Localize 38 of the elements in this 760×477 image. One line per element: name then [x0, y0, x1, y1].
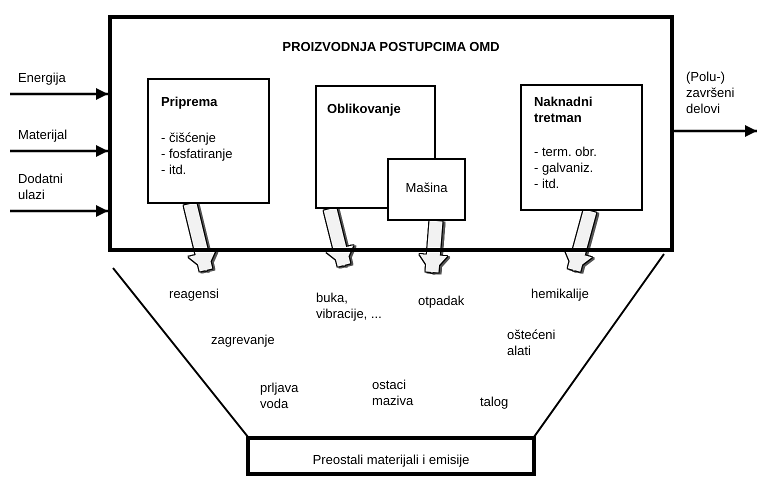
list-item: - term. obr.: [534, 144, 597, 160]
block-arrow: [324, 207, 354, 267]
box-title: Naknadni tretman: [534, 94, 594, 126]
list-item: - itd.: [161, 162, 186, 178]
arrow: [10, 205, 108, 217]
output-label: ostaci maziva: [372, 377, 414, 409]
process-box: [387, 158, 466, 221]
box-title: Oblikovanje: [327, 101, 401, 117]
list-item: - fosfatiranje: [161, 146, 233, 162]
output-label: zagrevanje: [211, 332, 276, 348]
box-title: Mašina: [404, 180, 448, 196]
output-label: talog: [480, 394, 510, 410]
output-label: reagensi: [169, 286, 220, 302]
block-arrow: [564, 209, 596, 272]
process-box: [108, 15, 674, 252]
edge-label: (Polu-) završeni delovi: [686, 69, 736, 117]
output-label: oštećeni alati: [507, 327, 556, 359]
process-box: [147, 78, 270, 204]
arrow: [10, 145, 108, 157]
list-item: - galvaniz.: [534, 160, 594, 176]
arrow: [674, 125, 757, 137]
box-title: Preostali materijali i emisije: [312, 452, 470, 468]
list-item: - čišćenje: [161, 130, 216, 146]
output-label: hemikalije: [531, 286, 590, 302]
block-arrow: [419, 220, 448, 273]
output-label: buka, vibracije, ...: [316, 290, 383, 322]
box-title: Priprema: [161, 94, 218, 110]
process-box: [520, 84, 643, 211]
process-box: [246, 436, 536, 476]
list-item: - itd.: [534, 176, 560, 192]
arrow: [10, 88, 108, 100]
block-arrow: [184, 202, 216, 272]
box-title: PROIZVODNJA POSTUPCIMA OMD: [281, 39, 501, 55]
output-label: prljava voda: [260, 380, 300, 412]
output-label: otpadak: [418, 293, 466, 309]
edge-label: Energija: [18, 70, 66, 86]
edge-label: Materijal: [18, 127, 68, 143]
edge-label: Dodatni ulazi: [18, 171, 64, 203]
